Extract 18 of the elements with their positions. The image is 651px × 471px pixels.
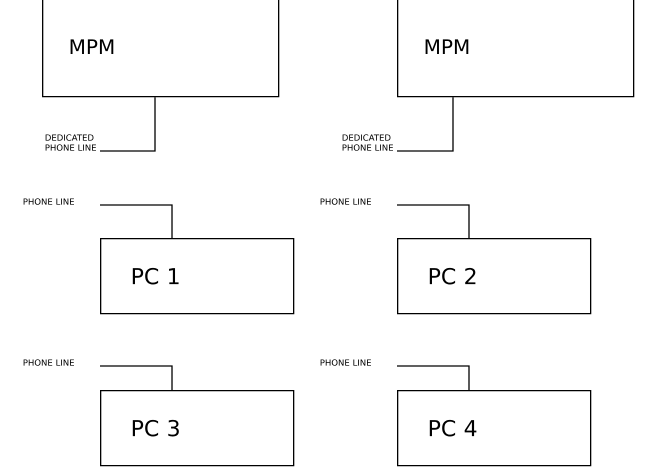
- line-label: DEDICATED PHONE LINE: [342, 134, 393, 151]
- module-box: MPM: [397, 0, 634, 98]
- line-label: DEDICATED PHONE LINE: [46, 134, 96, 151]
- line-label: PHONE LINE: [320, 359, 371, 366]
- connector-line: [100, 365, 173, 390]
- computer-box: PC 2: [397, 238, 592, 314]
- line-label: PHONE LINE: [24, 198, 74, 205]
- line-label: PHONE LINE: [24, 359, 74, 366]
- connector-line: [397, 204, 470, 238]
- line-label: PHONE LINE: [320, 198, 371, 205]
- computer-box: PC 4: [397, 390, 592, 466]
- connector-line: [100, 204, 173, 238]
- connector-line: [397, 365, 470, 390]
- connector-line: [397, 97, 454, 152]
- module-box: MPM: [42, 0, 280, 98]
- computer-box: PC 3: [100, 390, 294, 466]
- computer-box: PC 1: [100, 238, 294, 314]
- connector-line: [100, 97, 156, 152]
